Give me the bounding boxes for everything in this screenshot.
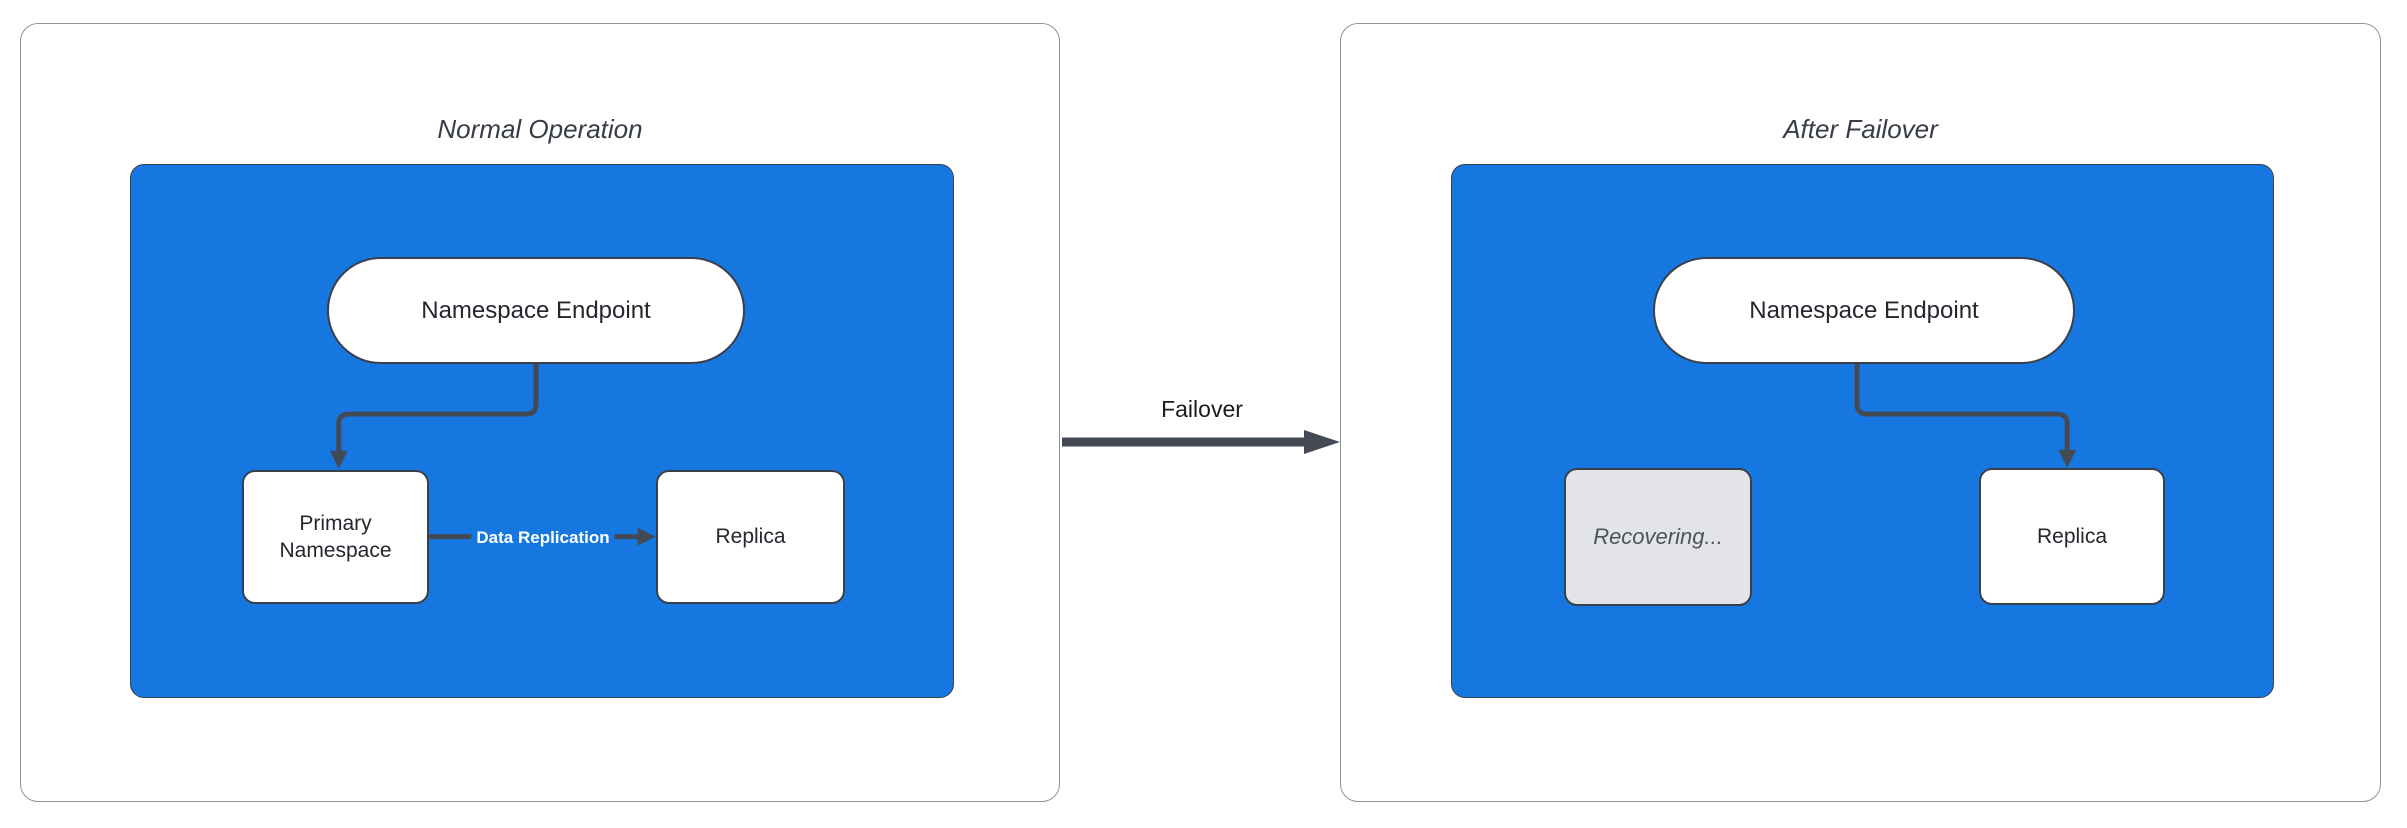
endpoint-to-replica-arrow xyxy=(1854,363,2070,451)
primary-namespace-node: Primary Namespace xyxy=(242,470,429,604)
replica-node: Replica xyxy=(656,470,845,604)
failover-transition: Failover xyxy=(1060,396,1344,490)
failover-arrowhead xyxy=(1304,430,1340,454)
panel-after-failover: After Failover Namespace Endpoint Recove… xyxy=(1340,23,2381,802)
cluster-box-failover: Namespace Endpoint Recovering... Replica xyxy=(1451,164,2274,698)
namespace-endpoint-node-failover: Namespace Endpoint xyxy=(1653,257,2075,364)
endpoint-to-replica-arrowhead xyxy=(2058,449,2077,468)
data-replication-arrowhead xyxy=(637,527,656,546)
panel-title-normal-operation: Normal Operation xyxy=(437,114,643,144)
endpoint-to-primary-arrowhead xyxy=(329,450,348,469)
data-replication-label: Data Replication xyxy=(471,526,615,550)
panel-title-after-failover: After Failover xyxy=(1783,114,1938,144)
primary-namespace-label: Primary Namespace xyxy=(279,511,392,562)
cluster-arrows-normal xyxy=(329,363,656,546)
panel-normal-operation: Normal Operation Namespace Endpoint Prim… xyxy=(20,23,1060,802)
namespace-endpoint-label: Namespace Endpoint xyxy=(421,296,651,324)
replica-node-failover: Replica xyxy=(1979,468,2165,605)
recovering-node: Recovering... xyxy=(1564,468,1752,606)
namespace-endpoint-label-failover: Namespace Endpoint xyxy=(1749,296,1979,324)
recovering-label: Recovering... xyxy=(1593,523,1723,549)
failover-label: Failover xyxy=(1161,396,1243,422)
namespace-endpoint-node: Namespace Endpoint xyxy=(327,257,745,364)
replica-label: Replica xyxy=(715,525,786,549)
cluster-box-normal: Namespace Endpoint Primary Namespace Rep… xyxy=(130,164,954,698)
cluster-arrows-failover xyxy=(1854,363,2077,468)
endpoint-to-primary-arrow xyxy=(336,363,539,452)
replica-label-failover: Replica xyxy=(2036,524,2108,548)
